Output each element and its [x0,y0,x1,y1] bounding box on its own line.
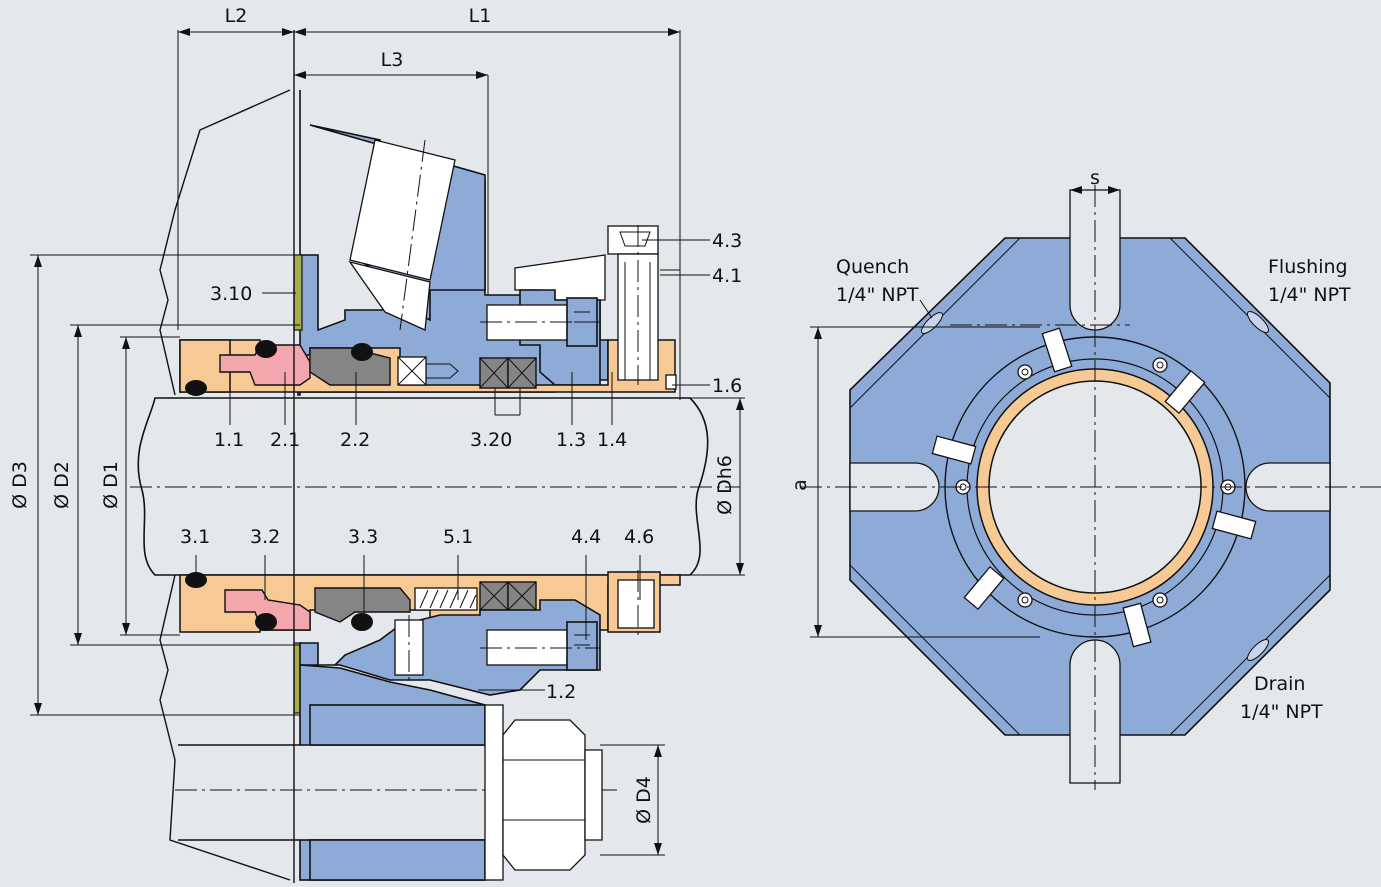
dim-label-L1: L1 [469,5,492,27]
flushing-size-label: 1/4" NPT [1268,284,1351,306]
dim-label-D4: Ø D4 [633,776,655,824]
part-label-3-20: 3.20 [470,429,512,451]
gland-housing-bottom [299,599,601,696]
part-label-3-3: 3.3 [348,526,378,548]
o-ring-top-2 [351,343,373,361]
drain-port-icon [1246,638,1270,662]
part-label-3-2: 3.2 [250,526,280,548]
drain-label: Drain [1254,673,1305,695]
flushing-label: Flushing [1268,256,1348,278]
o-ring-3-1-bottom [185,572,207,588]
seat-ring-3-3-bottom [314,587,411,623]
part-label-3-1: 3.1 [180,526,210,548]
quench-size-label: 1/4" NPT [836,284,919,306]
o-ring-3-1-top [185,380,207,396]
stud-nut [484,704,603,881]
radial-set-screws [931,327,1257,648]
front-view: a s Quench 1/4" NPT Flushing 1/4" NPT Dr… [789,167,1381,790]
part-label-1-4: 1.4 [597,429,627,451]
dim-label-D2: Ø D2 [51,461,73,509]
part-label-4-6: 4.6 [624,526,654,548]
dim-label-Dh6: Ø Dh6 [714,455,736,515]
dim-label-a: a [789,479,811,491]
part-label-4-1: 4.1 [712,265,742,287]
part-label-1-3: 1.3 [556,429,586,451]
spring-5-1 [414,587,478,611]
slot-right [1245,462,1331,512]
slot-left [849,462,940,512]
part-label-1-6: 1.6 [712,375,742,397]
casing-break-line-top [159,89,291,396]
part-label-5-1: 5.1 [443,526,473,548]
part-label-1-1: 1.1 [214,429,244,451]
dim-label-L2: L2 [225,5,248,27]
part-label-4-3: 4.3 [712,230,742,252]
quench-label: Quench [836,256,909,278]
flushing-port-icon [1246,310,1270,334]
dim-label-D3: Ø D3 [9,461,31,509]
inclined-bore [349,139,456,281]
section-view: L2 L1 L3 Ø D3 Ø D2 Ø D1 Ø Dh6 Ø D4 3.10 … [9,5,745,883]
part-label-1-2: 1.2 [546,681,576,703]
dim-label-s: s [1090,167,1100,189]
part-label-4-4: 4.4 [571,526,601,548]
drain-size-label: 1/4" NPT [1240,701,1323,723]
dim-label-D1: Ø D1 [100,461,122,509]
part-label-2-1: 2.1 [270,429,300,451]
o-ring-top-1 [255,340,277,358]
part-label-3-10: 3.10 [210,283,252,305]
casing-break-line-bottom [159,574,291,881]
dim-label-L3: L3 [381,49,404,71]
part-label-2-2: 2.2 [340,429,370,451]
